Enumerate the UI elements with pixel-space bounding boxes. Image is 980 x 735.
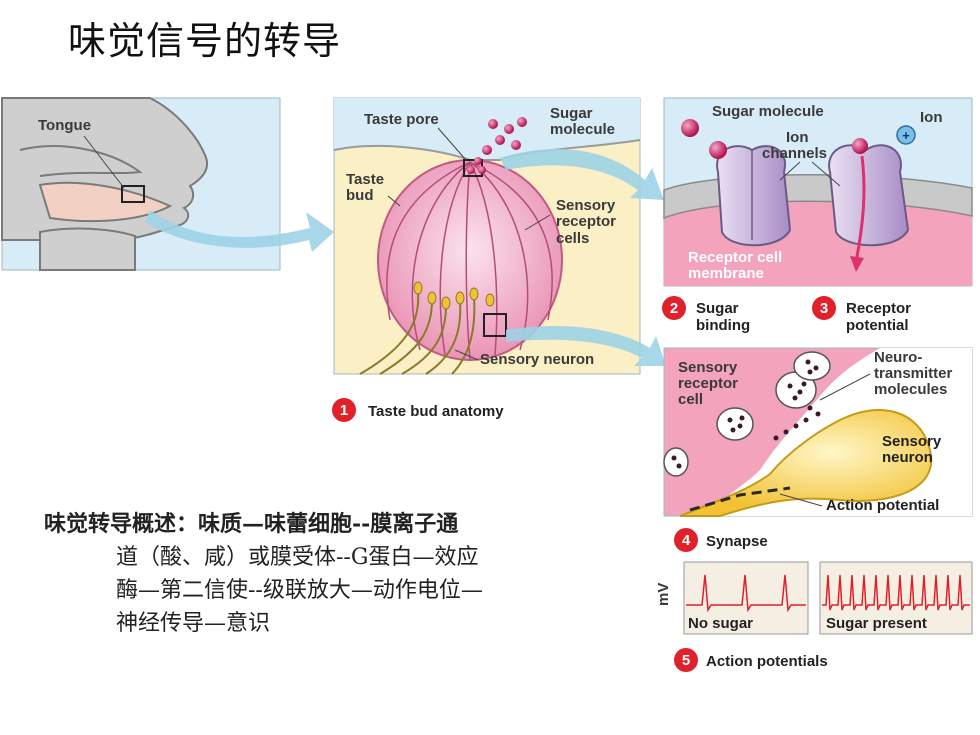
step-1: 1 Taste bud anatomy	[332, 398, 504, 422]
summary-line-4: 神经传导—意识	[116, 611, 271, 636]
step-5-label: Action potentials	[706, 653, 828, 670]
ion-channels-line1: Ion	[786, 129, 809, 146]
receptor-cells-line3: cells	[556, 230, 589, 247]
synapse-cell-line3: cell	[678, 391, 703, 408]
step-3: 3 Receptor potential	[812, 296, 911, 334]
taste-bud-label-line2: bud	[346, 187, 374, 204]
neurotransmitter-line2: transmitter	[874, 365, 953, 382]
step-4-number: 4	[682, 532, 691, 549]
summary-line-1: 味觉转导概述：味质—味蕾细胞--膜离子通	[44, 511, 459, 537]
sugar-present-label: Sugar present	[826, 615, 927, 632]
ion-channels-line2: channels	[762, 145, 827, 162]
neurotransmitter-line3: molecules	[874, 381, 947, 398]
ion-channel-panel: + Sugar molecule Ion Ion channels Recept…	[663, 97, 973, 287]
step-3-label-line2: potential	[846, 317, 909, 334]
step-1-badge	[332, 398, 356, 422]
taste-pore-label: Taste pore	[364, 111, 439, 128]
step-5-badge	[674, 648, 698, 672]
synapse-neuron-line1: Sensory	[882, 433, 942, 450]
ion-plus-sign: +	[902, 128, 910, 143]
step-2-number: 2	[670, 300, 678, 317]
trace-axis-label: mV	[655, 583, 672, 606]
transduction-summary: 味觉转导概述：味质—味蕾细胞--膜离子通 道（酸、咸）或膜受体--G蛋白—效应 …	[44, 508, 614, 640]
step-2-label-line2: binding	[696, 317, 750, 334]
tongue-label: Tongue	[38, 117, 91, 134]
step-5: 5 Action potentials	[674, 648, 828, 672]
ion-label: Ion	[920, 109, 943, 126]
step-4-label: Synapse	[706, 533, 768, 550]
step-1-number: 1	[340, 402, 348, 419]
sugar-molecule-label: Sugar molecule	[712, 103, 824, 120]
sensory-neuron-label: Sensory neuron	[480, 351, 594, 368]
trace-no-sugar	[686, 574, 806, 613]
neurotransmitter-line1: Neuro-	[874, 349, 922, 366]
receptor-cells-line2: receptor	[556, 213, 616, 230]
synapse-cell-line2: receptor	[678, 375, 738, 392]
membrane-label-line2: membrane	[688, 265, 764, 282]
membrane-label-line1: Receptor cell	[688, 249, 782, 266]
synapse-panel: Sensory receptor cell Neuro- transmitter…	[663, 347, 973, 517]
page-title: 味觉信号的转导	[68, 19, 342, 63]
sugar-molecules	[467, 117, 527, 174]
step-1-label: Taste bud anatomy	[368, 403, 504, 420]
arrow-tongue-to-bud	[145, 210, 334, 252]
synapse-cell-line1: Sensory	[678, 359, 738, 376]
synapse-neuron-line2: neuron	[882, 449, 933, 466]
taste-bud-panel: Taste pore Sugar molecule Taste bud Sens…	[333, 97, 641, 375]
summary-line-2: 道（酸、咸）或膜受体--G蛋白—效应	[116, 545, 479, 570]
step-2: 2 Sugar binding	[662, 296, 750, 334]
arrow-neuron-to-synapse	[506, 326, 666, 366]
summary-line-3: 酶—第二信使--级联放大—动作电位—	[116, 578, 483, 603]
step-4-badge	[674, 528, 698, 552]
taste-bud-label-line1: Taste	[346, 171, 384, 188]
step-3-number: 3	[820, 300, 828, 317]
receptor-cells-line1: Sensory	[556, 197, 616, 214]
sugar-label-line2: molecule	[550, 121, 615, 138]
tongue-panel: Tongue	[1, 97, 281, 271]
arrow-pore-to-channels	[500, 149, 664, 200]
step-5-number: 5	[682, 652, 690, 669]
step-3-label-line1: Receptor	[846, 300, 911, 317]
trace-sugar-present	[822, 574, 970, 611]
step-2-label-line1: Sugar	[696, 300, 739, 317]
step-4: 4 Synapse	[674, 528, 768, 552]
no-sugar-label: No sugar	[688, 615, 753, 632]
action-potential-label: Action potential	[826, 497, 939, 514]
action-potential-traces: mV No sugar Sugar present	[655, 561, 973, 635]
sugar-label-line1: Sugar	[550, 105, 593, 122]
step-2-badge	[662, 296, 686, 320]
step-3-badge	[812, 296, 836, 320]
